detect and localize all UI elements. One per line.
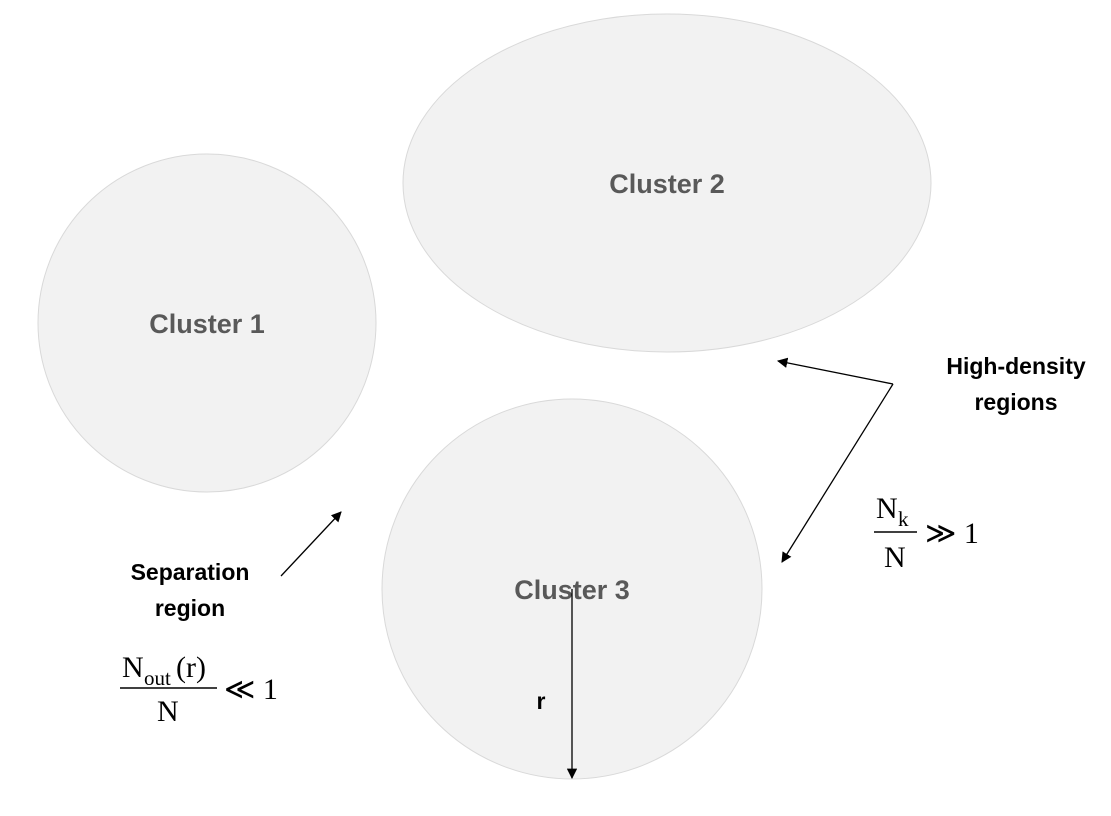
- sep-numerator-sub: out: [144, 666, 171, 690]
- sep-denominator: N: [157, 695, 179, 728]
- cluster-2-label: Cluster 2: [609, 169, 725, 199]
- separation-formula: N out (r) N ≪ 1: [120, 651, 278, 728]
- sep-relation: ≪ 1: [224, 673, 278, 706]
- hd-numerator-sub: k: [898, 507, 909, 531]
- sep-numerator-base: N: [122, 651, 144, 684]
- high-density-label-line2: regions: [974, 389, 1057, 415]
- radius-label: r: [537, 688, 546, 714]
- hd-relation: ≫ 1: [925, 517, 979, 550]
- high-density-pointer-upper: [776, 357, 894, 385]
- hd-denominator: N: [884, 541, 906, 574]
- separation-label-line2: region: [155, 595, 225, 621]
- hd-numerator-base: N: [876, 492, 898, 525]
- cluster-1-shape: [37, 153, 377, 493]
- cluster-2-shape: [402, 13, 932, 353]
- separation-label-line1: Separation: [131, 559, 250, 585]
- high-density-pointer-lower: [781, 383, 894, 563]
- high-density-formula: N k N ≫ 1: [874, 492, 979, 574]
- cluster-1-label: Cluster 1: [149, 309, 265, 339]
- high-density-label-line1: High-density: [946, 353, 1085, 379]
- sep-numerator-tail: (r): [176, 651, 206, 684]
- separation-pointer: [280, 511, 342, 577]
